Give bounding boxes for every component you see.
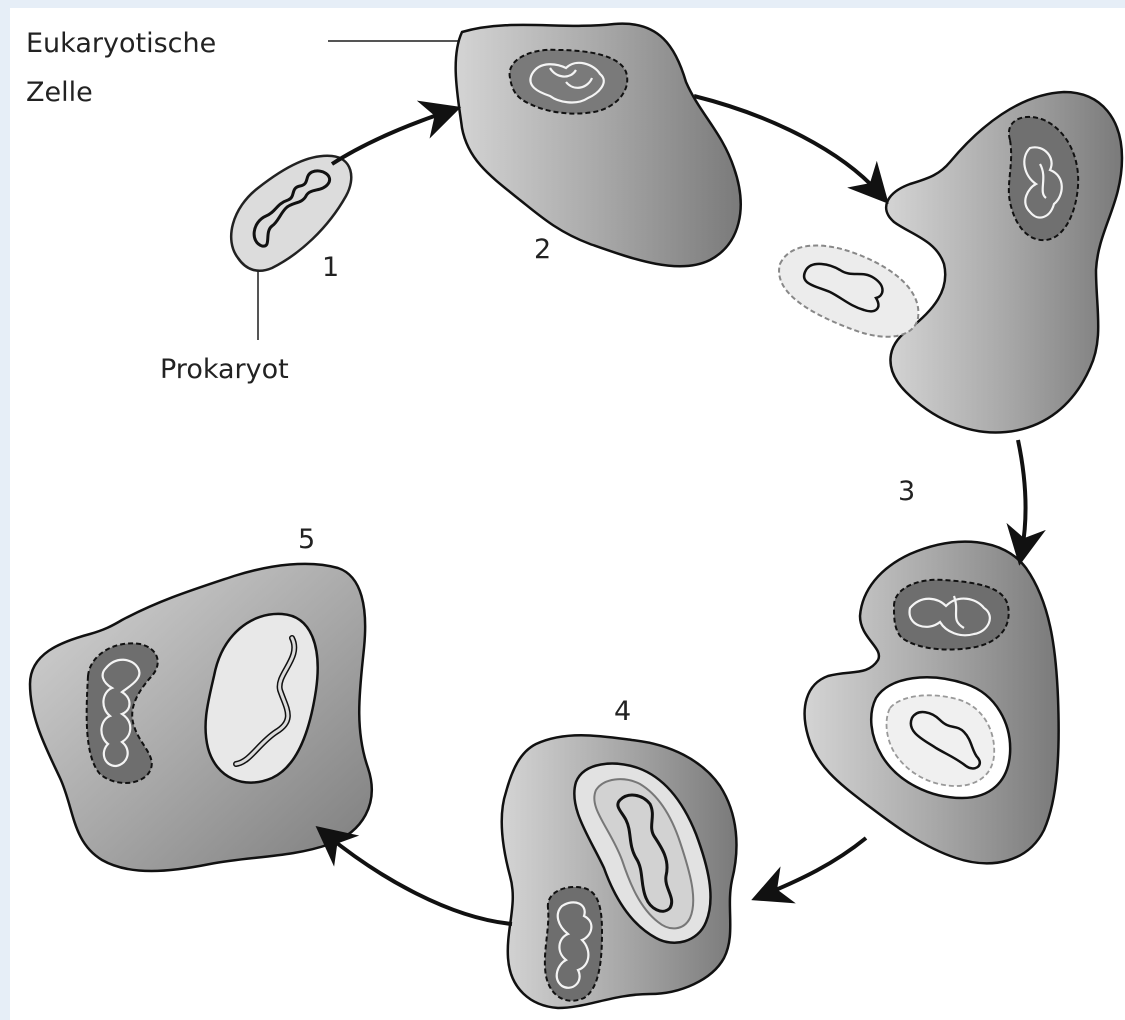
eukaryotic-cell-label: Eukaryotische Zelle	[26, 28, 458, 108]
prokaryote-label: Prokaryot	[160, 270, 289, 385]
nucleus	[545, 887, 602, 1001]
stage-1-prokaryote: 1	[231, 156, 351, 283]
stage-4-number: 4	[614, 696, 631, 727]
label-eukaryotic-line1: Eukaryotische	[26, 28, 216, 59]
host-cell	[30, 564, 372, 871]
label-prokaryote: Prokaryot	[160, 354, 289, 385]
nucleus	[894, 580, 1009, 650]
stage-1-number: 1	[322, 252, 339, 283]
endosymbiosis-diagram: Eukaryotische Zelle Prokaryot 1 2 3	[10, 8, 1125, 1020]
label-eukaryotic-line2: Zelle	[26, 77, 93, 108]
engulfed-prokaryote-membrane	[779, 246, 918, 337]
stage-5-organelle: 5	[30, 524, 372, 871]
diagram-canvas: Eukaryotische Zelle Prokaryot 1 2 3	[10, 8, 1125, 1020]
stage-3-vesicle	[805, 542, 1059, 864]
stage-4-endosymbiont: 4	[502, 696, 737, 1008]
arrow-4-to-5	[328, 836, 512, 924]
stage-2-number: 2	[534, 234, 551, 265]
arrow-3-to-4	[766, 838, 866, 894]
stage-2-eukaryote: 2	[456, 24, 741, 267]
arrow-1-to-2	[332, 112, 446, 164]
host-cell-engulfing	[886, 92, 1122, 433]
stage-5-number: 5	[298, 524, 315, 555]
arrow-3-to-3b	[1018, 440, 1025, 550]
stage-3-number: 3	[898, 476, 915, 507]
